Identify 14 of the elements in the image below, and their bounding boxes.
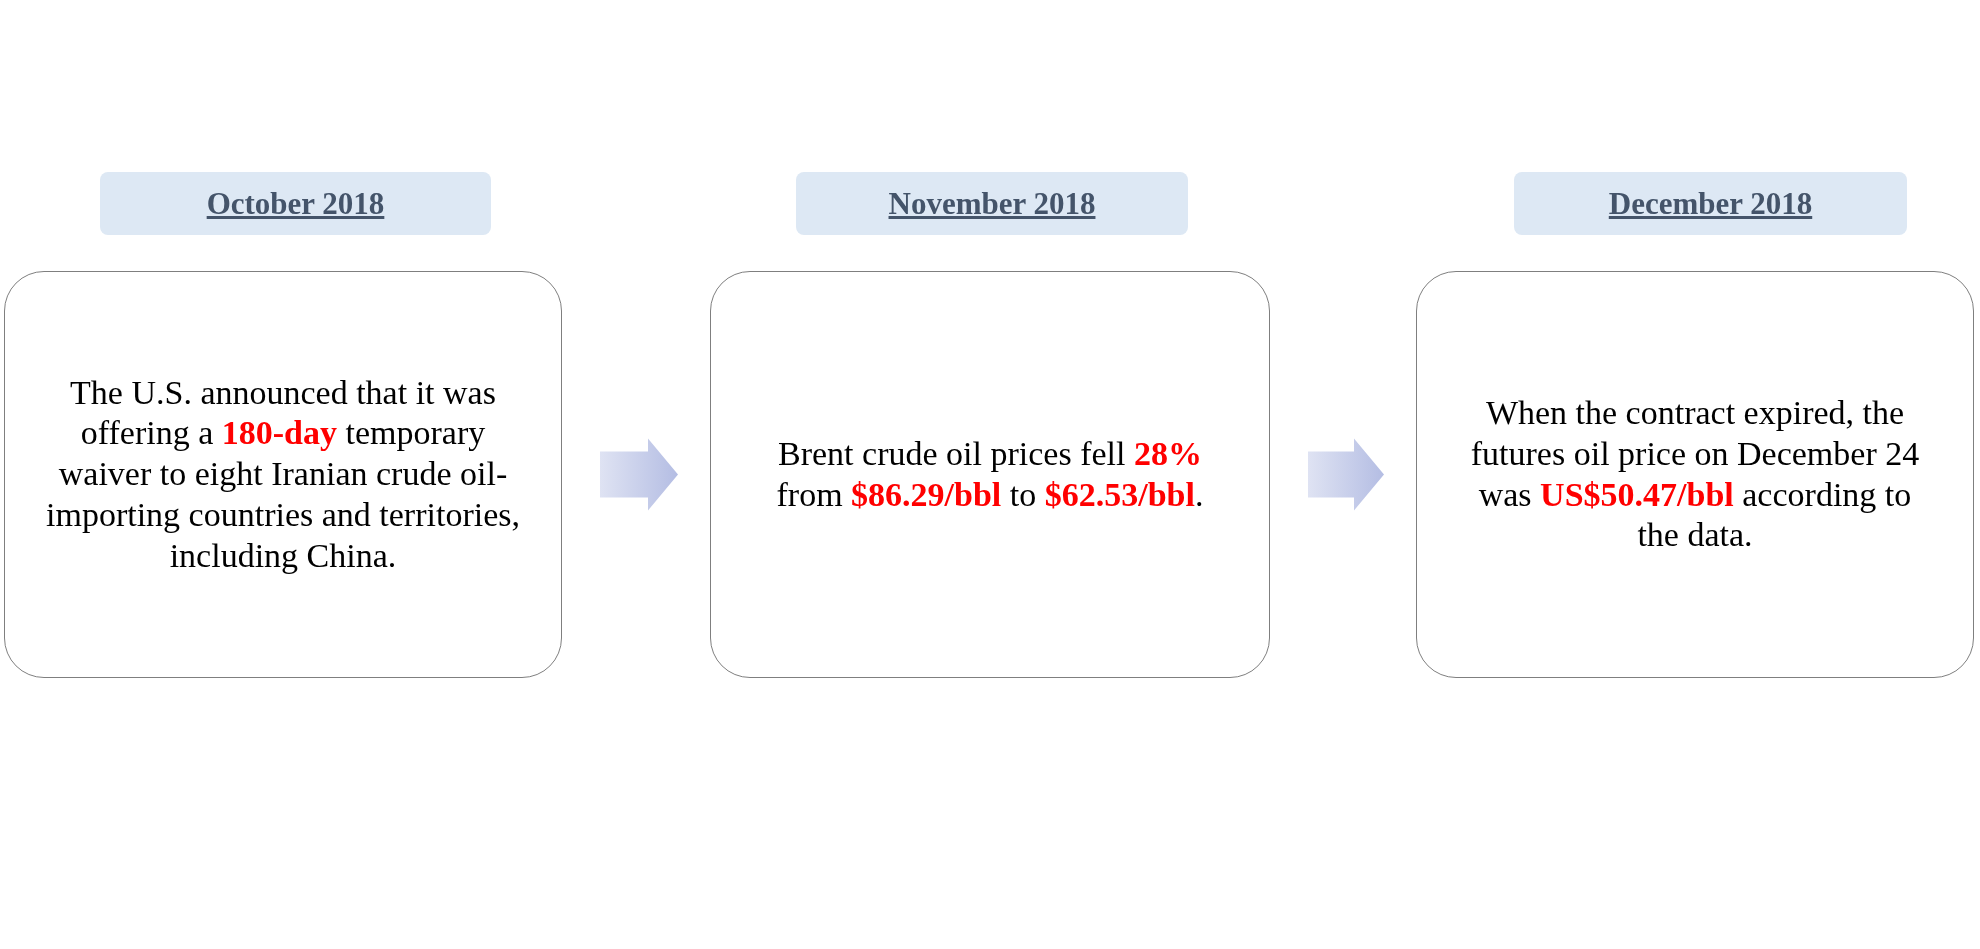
event-box [710,271,1270,678]
date-header-box [100,172,491,235]
event-box [4,271,562,678]
date-header-box [796,172,1188,235]
date-label: December 2018 [1608,185,1813,222]
date-header-box [1514,172,1907,235]
date-label: November 2018 [888,185,1096,222]
date-label: October 2018 [206,185,385,222]
block-arrow [600,438,678,511]
block-arrow [1308,438,1384,511]
event-box [1416,271,1974,678]
event-text: The U.S. announced that it was offering a 180-day temporary waiver to eight Iranian crude oil-importing countries and territories, including China. [45,372,521,576]
event-text: Brent crude oil prices fell 28% from $86.29/bbl to $62.53/bbl. [775,433,1205,515]
event-text: When the contract expired, the futures oil price on December 24 was US$50.47/bbl according to the data. [1469,392,1921,556]
